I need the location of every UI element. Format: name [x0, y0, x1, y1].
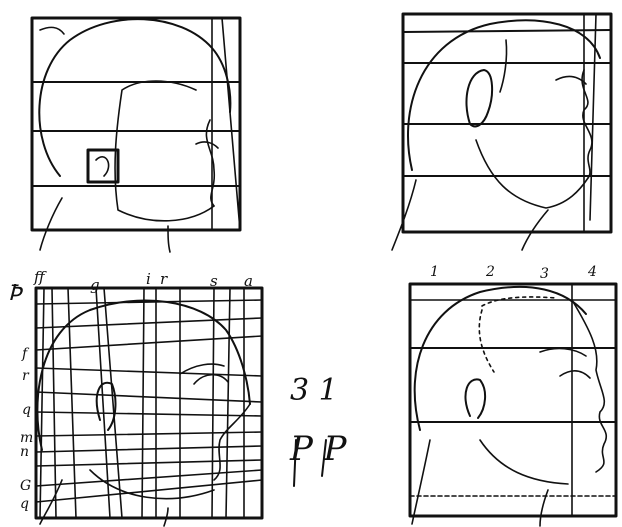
left-label: r: [22, 368, 30, 384]
grid-line: [36, 446, 262, 452]
jaw-line: [476, 140, 588, 208]
panel-top-left: [32, 18, 240, 252]
left-label: f: [21, 346, 30, 362]
grid-line: [36, 460, 262, 466]
grid-line: [212, 288, 214, 518]
grid-line: [40, 288, 44, 518]
eye-mark: [560, 371, 590, 378]
jaw-line: [480, 440, 568, 484]
hair-mark: [500, 40, 507, 92]
neck-line: [40, 198, 62, 250]
skull-outline: [39, 19, 230, 176]
band-line: [403, 30, 611, 32]
ear-mark: [96, 157, 109, 176]
skull-outline: [408, 20, 600, 170]
top-label: r: [160, 270, 168, 288]
top-label: 3: [540, 266, 549, 282]
face-outline: [115, 81, 214, 221]
neck-line: [522, 210, 548, 250]
panel-bottom-right: 1 2 3 4: [410, 264, 616, 526]
left-label: q: [22, 402, 31, 418]
eye-mark: [194, 375, 228, 384]
hairline: [479, 310, 494, 372]
side-notes: 3 1 P P: [289, 373, 348, 486]
neck-line: [412, 440, 430, 524]
hairline: [482, 297, 556, 306]
ear-outline: [465, 379, 485, 418]
skull-outline: [415, 287, 586, 430]
profile-line: [572, 300, 606, 472]
left-label: n: [20, 444, 29, 460]
brow-mark: [540, 349, 586, 356]
left-label: q: [20, 496, 29, 512]
corner-mark: Ꝥ: [8, 281, 24, 306]
left-label: G: [20, 478, 31, 494]
top-label: 1: [430, 264, 439, 280]
panel-top-right: [392, 14, 611, 250]
grid-line: [52, 288, 56, 518]
ear-outline: [466, 70, 492, 126]
face-diagonal: [222, 18, 240, 230]
top-label: 2: [485, 264, 495, 280]
top-label: g: [90, 276, 100, 294]
side-note-line1: 3 1: [290, 373, 338, 408]
grid-frame: [410, 284, 616, 516]
profile-line: [206, 120, 214, 206]
panel-bottom-left: Ꝥ ff g i r s a f r q m n G q: [8, 268, 262, 526]
hair-mark: [40, 27, 64, 34]
brow-mark: [180, 364, 224, 374]
top-label: i: [146, 270, 151, 288]
top-label: 4: [587, 264, 597, 280]
side-note-line2: P P: [289, 429, 348, 469]
top-label: ff: [33, 268, 47, 286]
ear-box: [88, 150, 118, 182]
